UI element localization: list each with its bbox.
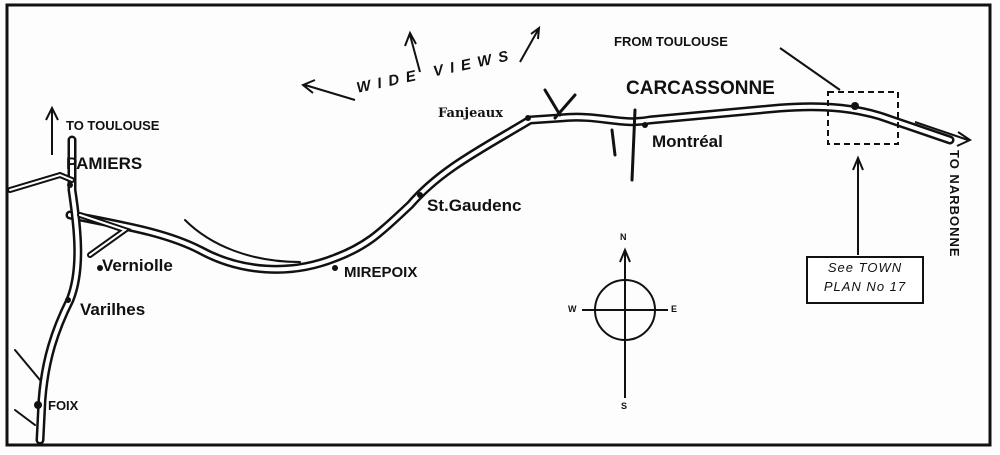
label-to-toulouse: TO TOULOUSE: [66, 118, 160, 133]
label-from-toulouse: FROM TOULOUSE: [614, 34, 728, 49]
town-dot: [67, 182, 73, 188]
town-dot: [417, 192, 423, 198]
arrow-from-toulouse: [779, 47, 841, 91]
label-fanjeaux: Fanjeaux: [438, 106, 503, 121]
label-varilhes: Varilhes: [80, 300, 146, 319]
label-pamiers: PAMIERS: [66, 154, 143, 173]
pamiers-west-road-fill: [9, 173, 73, 191]
arrow-to-toulouse: [45, 105, 59, 155]
town-dot: [851, 102, 859, 110]
carcassonne-box: [827, 91, 899, 145]
arrow-to-narbonne: [914, 121, 973, 147]
label-mirepoix: MIREPOIX: [344, 264, 418, 281]
town-dot: [642, 122, 648, 128]
label-st-gaudenc: St.Gaudenc: [427, 196, 522, 215]
town-dot: [525, 115, 531, 121]
note-line-2: PLAN No 17: [823, 279, 907, 294]
side-roads: [543, 88, 637, 182]
arrow-wide-views-ne: [519, 25, 541, 63]
town-dot: [65, 297, 71, 303]
arrow-wide-views-north: [404, 30, 421, 73]
label-montreal: Montréal: [652, 132, 723, 151]
arrow-wide-views-west: [301, 79, 356, 101]
compass-e: E: [671, 304, 678, 314]
compass-rose: [582, 247, 668, 398]
verniolle-link-fill: [79, 214, 128, 256]
note-pointer: [852, 155, 864, 255]
town-plan-note: See TOWN PLAN No 17: [806, 256, 924, 304]
label-carcassonne: CARCASSONNE: [626, 78, 775, 99]
river: [14, 219, 301, 426]
compass-s: S: [621, 401, 628, 411]
compass-n: N: [620, 232, 627, 242]
compass-w: W: [568, 304, 577, 314]
label-verniolle: Verniolle: [102, 256, 173, 275]
town-dot: [34, 401, 42, 409]
note-line-1: See TOWN: [827, 260, 903, 275]
main-road-fill: [68, 104, 952, 272]
compass-north-arrow-icon: [619, 247, 631, 263]
label-to-narbonne: TO NARBONNE: [947, 150, 962, 258]
arrows: [45, 25, 973, 255]
town-dot: [97, 265, 103, 271]
map-border: [5, 3, 992, 447]
label-foix: FOIX: [48, 398, 79, 413]
town-dots: [34, 102, 859, 409]
town-dot: [332, 265, 338, 271]
